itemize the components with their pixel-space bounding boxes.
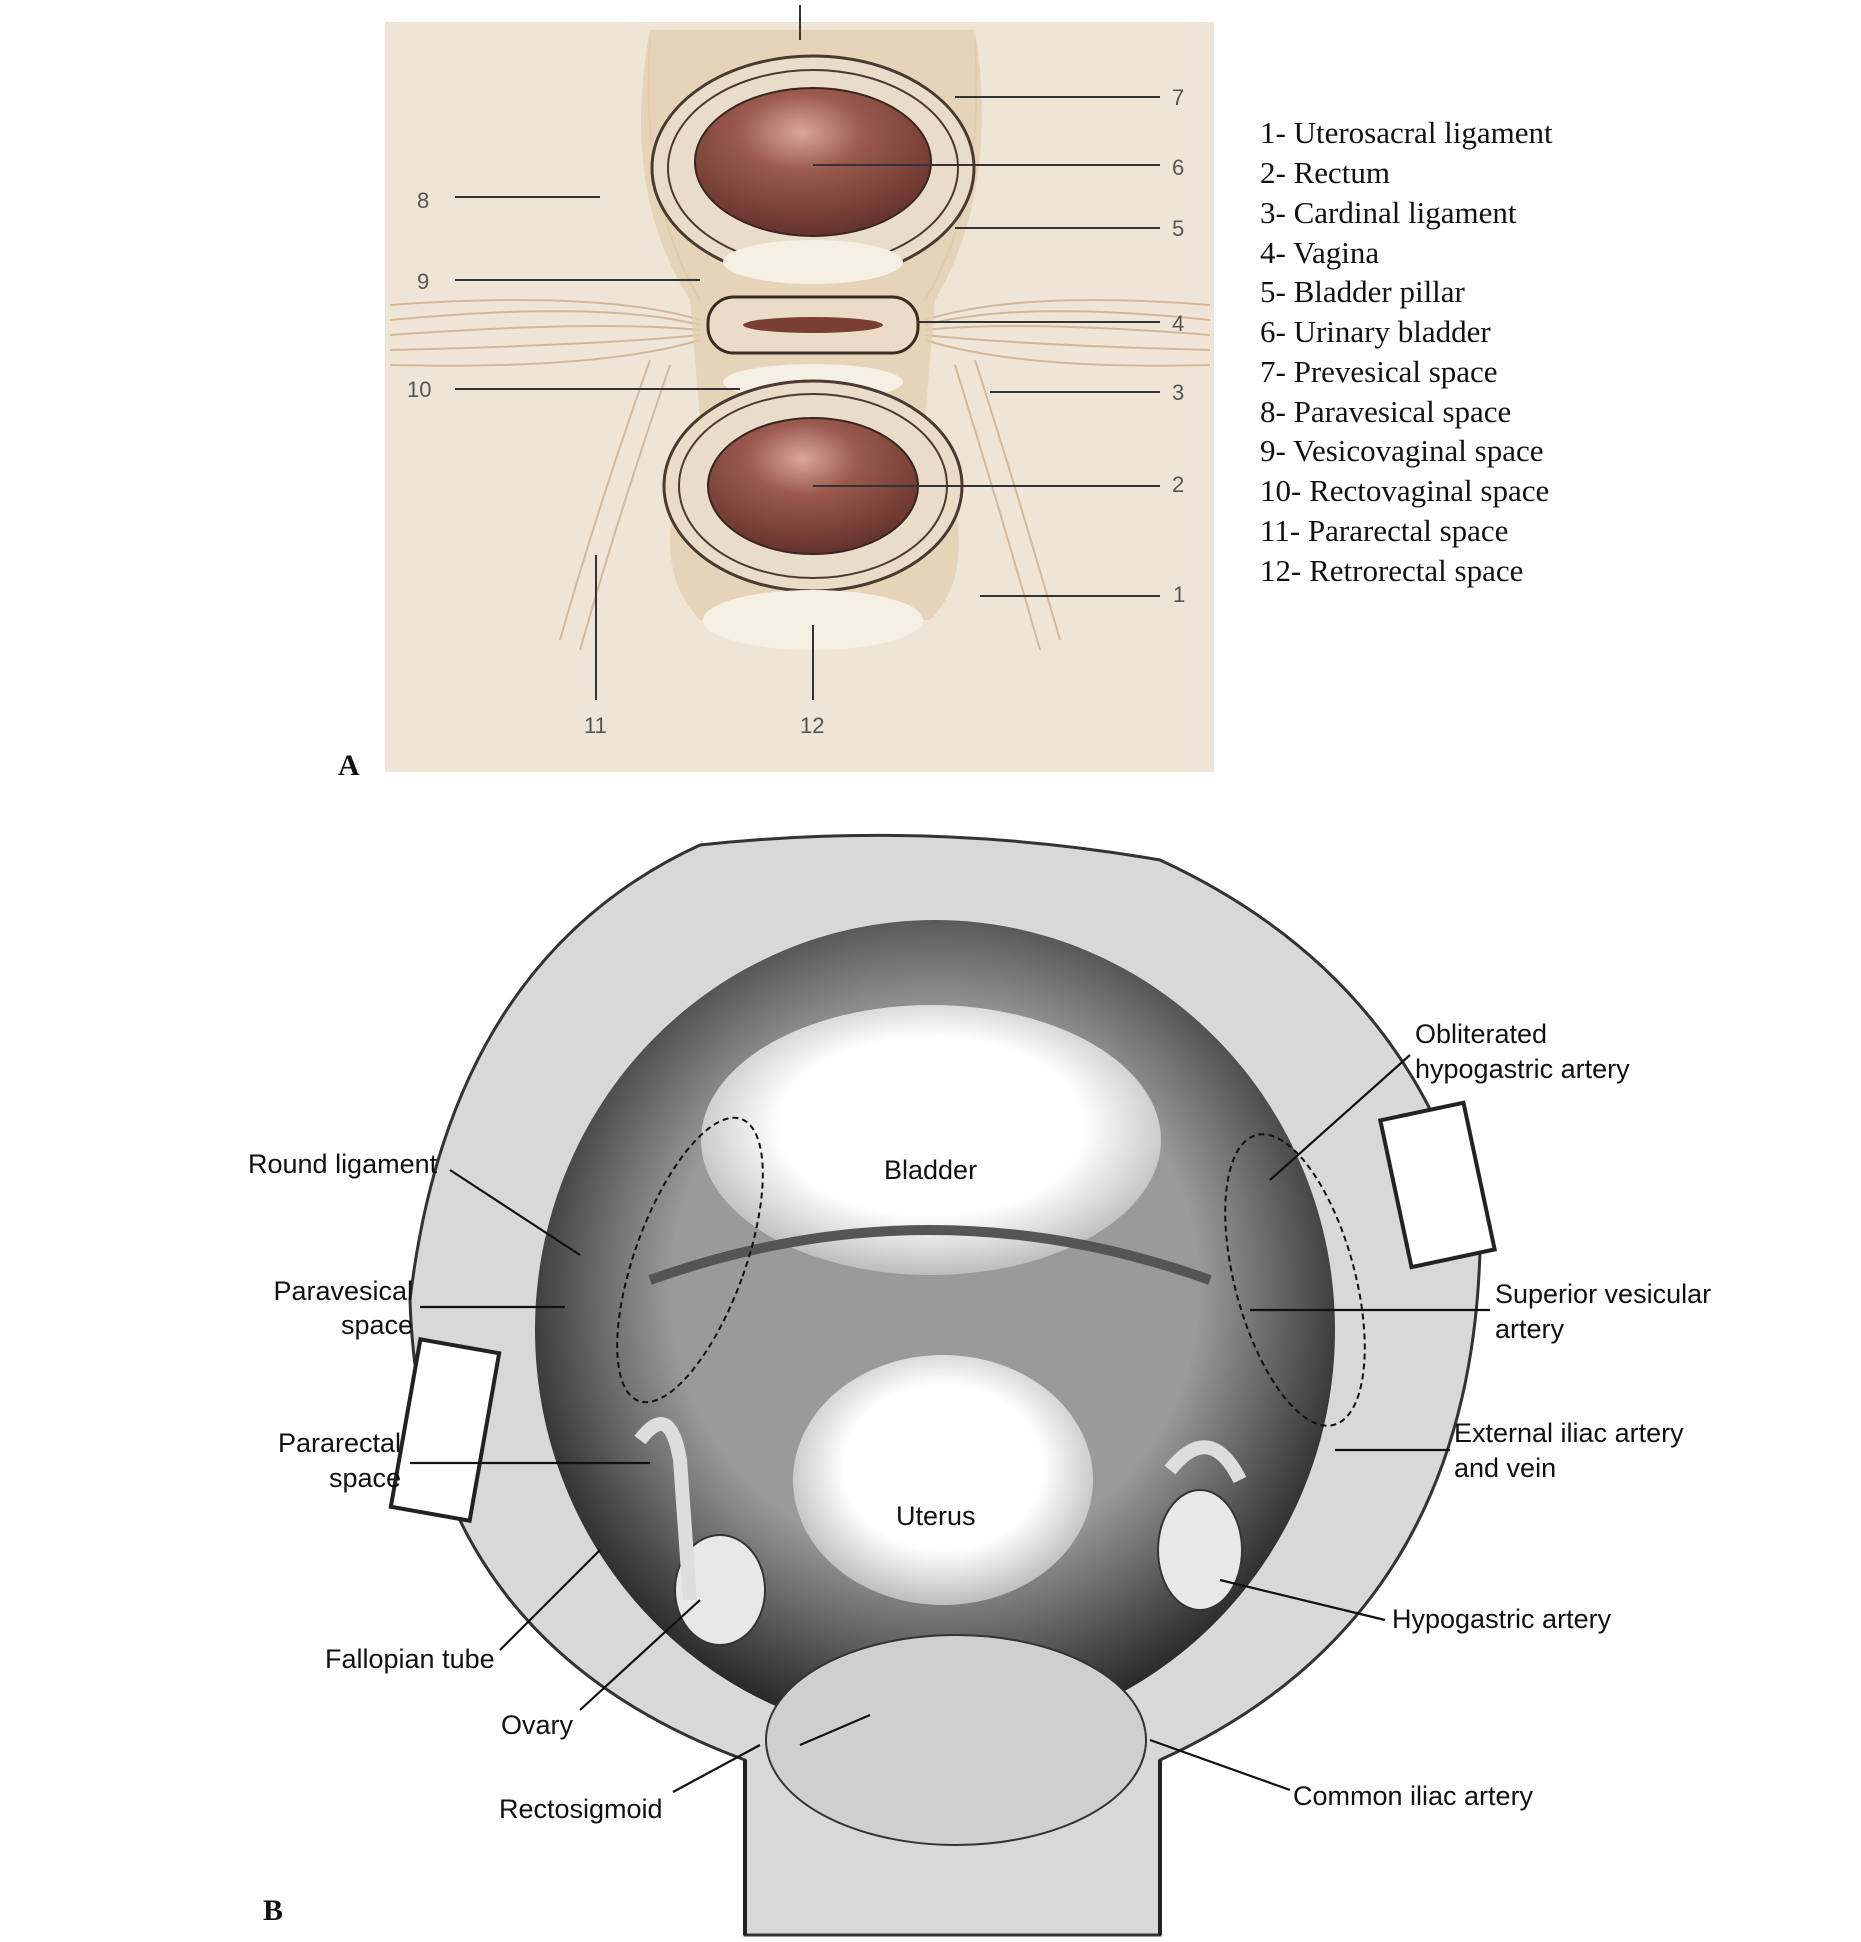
legend-item: 9- Vesicovaginal space <box>1260 433 1544 468</box>
number-10: 10 <box>407 377 431 402</box>
label-fallopian-tube: Fallopian tube <box>325 1644 495 1674</box>
rectosigmoid <box>765 1634 1147 1846</box>
label-pararectal-space: Pararectal <box>278 1428 401 1458</box>
legend-item: 7- Prevesical space <box>1260 354 1498 389</box>
label-obliterated-hypogastric-2: hypogastric artery <box>1415 1054 1630 1084</box>
label-rectosigmoid: Rectosigmoid <box>499 1794 663 1824</box>
label-bladder: Bladder <box>884 1155 977 1185</box>
label-external-iliac-2: and vein <box>1454 1453 1556 1483</box>
label-round-ligament: Round ligament <box>248 1149 438 1179</box>
figure-b-labels: Obliterated hypogastric artery Round lig… <box>248 1019 1711 1824</box>
label-ovary: Ovary <box>501 1710 574 1740</box>
legend-item: 1- Uterosacral ligament <box>1260 115 1553 150</box>
uterus <box>793 1355 1093 1605</box>
retractor-right <box>1377 1100 1498 1270</box>
legend-item: 3- Cardinal ligament <box>1260 195 1517 230</box>
legend-item: 5- Bladder pillar <box>1260 274 1466 309</box>
figure-a-illustration <box>385 5 1214 772</box>
label-common-iliac-artery: Common iliac artery <box>1293 1781 1534 1811</box>
panel-label-a: A <box>338 749 360 782</box>
panel-label-b: B <box>263 1894 283 1927</box>
legend-item: 8- Paravesical space <box>1260 394 1511 429</box>
legend-item: 2- Rectum <box>1260 155 1390 190</box>
figure-a-legend: 1- Uterosacral ligament 2- Rectum 3- Car… <box>1260 115 1553 588</box>
label-hypogastric-artery: Hypogastric artery <box>1392 1604 1612 1634</box>
number-2: 2 <box>1172 472 1184 497</box>
retractor-left <box>388 1337 502 1523</box>
number-8: 8 <box>417 188 429 213</box>
label-superior-vesicular-artery-2: artery <box>1495 1314 1565 1344</box>
number-3: 3 <box>1172 380 1184 405</box>
number-7: 7 <box>1172 85 1184 110</box>
number-5: 5 <box>1172 216 1184 241</box>
label-paravesical-space-2: space <box>341 1310 413 1340</box>
ovary-left <box>674 1534 766 1646</box>
label-superior-vesicular-artery: Superior vesicular <box>1495 1279 1711 1309</box>
legend-item: 4- Vagina <box>1260 235 1379 270</box>
legend-item: 10- Rectovaginal space <box>1260 473 1549 508</box>
number-9: 9 <box>417 269 429 294</box>
label-pararectal-space-2: space <box>329 1463 401 1493</box>
ovary-right <box>1157 1489 1243 1611</box>
figure-a-numbers: 7 6 8 5 9 4 10 3 2 1 11 12 <box>407 85 1185 738</box>
number-4: 4 <box>1172 311 1184 336</box>
label-uterus: Uterus <box>896 1501 976 1531</box>
label-external-iliac: External iliac artery <box>1454 1418 1684 1448</box>
number-11: 11 <box>584 713 607 738</box>
number-12: 12 <box>800 713 824 738</box>
bladder <box>701 1005 1161 1275</box>
number-6: 6 <box>1172 155 1184 180</box>
legend-item: 6- Urinary bladder <box>1260 314 1491 349</box>
figure-b-illustration <box>388 833 1498 1937</box>
legend-item: 11- Pararectal space <box>1260 513 1508 548</box>
legend-item: 12- Retrorectal space <box>1260 553 1523 588</box>
label-paravesical-space: Paravesical <box>273 1276 413 1306</box>
label-obliterated-hypogastric: Obliterated <box>1415 1019 1547 1049</box>
number-1: 1 <box>1173 582 1185 607</box>
